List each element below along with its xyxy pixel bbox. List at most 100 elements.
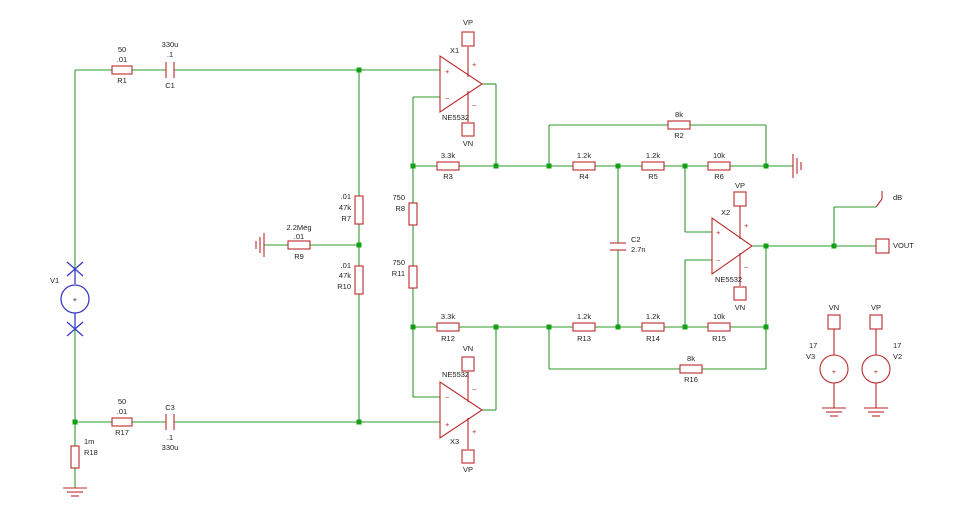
svg-text:.1: .1 <box>167 50 173 59</box>
svg-text:VP: VP <box>463 18 473 27</box>
resistor-r11: 750 R11 <box>392 258 418 289</box>
svg-text:330u: 330u <box>162 443 179 452</box>
svg-text:C2: C2 <box>631 235 641 244</box>
svg-text:R5: R5 <box>648 172 658 181</box>
svg-text:750: 750 <box>392 258 405 267</box>
plus-sign: + <box>874 367 879 376</box>
svg-text:2.2Meg: 2.2Meg <box>286 223 311 232</box>
svg-text:R1: R1 <box>117 76 127 85</box>
capacitor-c1: 330u .1 C1 <box>162 40 179 90</box>
svg-text:R16: R16 <box>684 375 698 384</box>
svg-text:8k: 8k <box>687 354 695 363</box>
svg-text:1m: 1m <box>84 437 94 446</box>
svg-text:.01: .01 <box>341 261 351 270</box>
svg-text:1.2k: 1.2k <box>577 151 591 160</box>
ground-symbol <box>63 487 87 497</box>
resistor-r6: 10k R6 <box>707 151 731 181</box>
svg-text:VN: VN <box>735 303 745 312</box>
svg-text:17: 17 <box>893 341 901 350</box>
svg-text:1.2k: 1.2k <box>646 312 660 321</box>
svg-text:VN: VN <box>829 303 839 312</box>
svg-text:V3: V3 <box>806 352 815 361</box>
plus-sign: + <box>744 221 749 230</box>
svg-text:NE5532: NE5532 <box>715 275 742 284</box>
svg-text:R7: R7 <box>341 214 351 223</box>
voltage-source-v1: + V1 <box>50 261 90 337</box>
plus-sign: + <box>716 228 721 237</box>
svg-text:VP: VP <box>871 303 881 312</box>
svg-text:R3: R3 <box>443 172 453 181</box>
svg-text:X2: X2 <box>721 208 730 217</box>
svg-text:.1: .1 <box>167 433 173 442</box>
plus-sign: + <box>445 420 450 429</box>
svg-text:1.2k: 1.2k <box>577 312 591 321</box>
resistor-r2: 8k R2 <box>667 110 691 140</box>
resistor-r16: 8k R16 <box>679 354 703 384</box>
svg-text:R2: R2 <box>674 131 684 140</box>
plus-sign: + <box>472 60 477 69</box>
voltage-source-v3: VN + 17 V3 <box>806 303 849 417</box>
svg-text:50: 50 <box>118 45 126 54</box>
capacitor-c2: C2 2.7n <box>610 235 646 254</box>
svg-text:R10: R10 <box>337 282 351 291</box>
svg-text:C3: C3 <box>165 403 175 412</box>
svg-text:R15: R15 <box>712 334 726 343</box>
minus-sign: − <box>472 101 477 110</box>
resistor-r5: 1.2k R5 <box>641 151 665 181</box>
resistor-r15: 10k R15 <box>707 312 731 343</box>
svg-text:VP: VP <box>735 181 745 190</box>
junction-dots <box>72 67 837 425</box>
svg-text:V2: V2 <box>893 352 902 361</box>
resistor-r14: 1.2k R14 <box>641 312 665 343</box>
voltage-source-v2: VP + 17 V2 <box>861 303 902 417</box>
svg-text:2.7n: 2.7n <box>631 245 646 254</box>
svg-text:R4: R4 <box>579 172 589 181</box>
ground-symbol <box>792 154 802 178</box>
svg-text:VOUT: VOUT <box>893 241 914 250</box>
svg-text:10k: 10k <box>713 151 725 160</box>
opamp-x1: + − + − X1 NE5532 <box>439 46 483 122</box>
resistor-r18: 1m R18 <box>70 437 98 469</box>
svg-text:.01: .01 <box>341 192 351 201</box>
svg-text:10k: 10k <box>713 312 725 321</box>
net-label-vp: VP <box>461 18 475 47</box>
net-label-vout: VOUT <box>875 238 914 254</box>
svg-text:47k: 47k <box>339 271 351 280</box>
resistor-r7: .01 47k R7 <box>339 192 364 225</box>
svg-text:R6: R6 <box>714 172 724 181</box>
resistor-r8: 750 R8 <box>392 193 418 226</box>
svg-text:X1: X1 <box>450 46 459 55</box>
opamp-x2: + − + − X2 NE5532 <box>711 206 753 286</box>
capacitor-c3: C3 .1 330u <box>162 403 179 452</box>
svg-text:NE5532: NE5532 <box>442 370 469 379</box>
svg-text:VP: VP <box>463 465 473 474</box>
resistor-r1: 50 .01 R1 <box>111 45 133 85</box>
minus-sign: − <box>716 256 721 265</box>
net-label-db: dB <box>875 191 902 208</box>
resistor-r12: 3.3k R12 <box>436 312 460 343</box>
net-label-vp: VP <box>461 449 475 474</box>
minus-sign: − <box>744 263 749 272</box>
net-label-vn: VN <box>461 344 475 372</box>
svg-text:R17: R17 <box>115 428 129 437</box>
svg-text:R9: R9 <box>294 252 304 261</box>
resistor-r4: 1.2k R4 <box>572 151 596 181</box>
svg-text:.01: .01 <box>117 407 127 416</box>
wires <box>74 69 876 488</box>
svg-text:C1: C1 <box>165 81 175 90</box>
resistor-r13: 1.2k R13 <box>572 312 596 343</box>
net-label-vn: VN <box>733 286 747 312</box>
plus-sign: + <box>472 427 477 436</box>
plus-sign: + <box>445 67 450 76</box>
svg-text:8k: 8k <box>675 110 683 119</box>
ground-symbol <box>255 233 265 257</box>
svg-text:R14: R14 <box>646 334 660 343</box>
svg-text:VN: VN <box>463 139 473 148</box>
resistor-r10: .01 47k R10 <box>337 261 364 295</box>
svg-text:17: 17 <box>809 341 817 350</box>
minus-sign: − <box>445 393 450 402</box>
svg-text:.01: .01 <box>294 232 304 241</box>
svg-text:1.2k: 1.2k <box>646 151 660 160</box>
svg-text:330u: 330u <box>162 40 179 49</box>
